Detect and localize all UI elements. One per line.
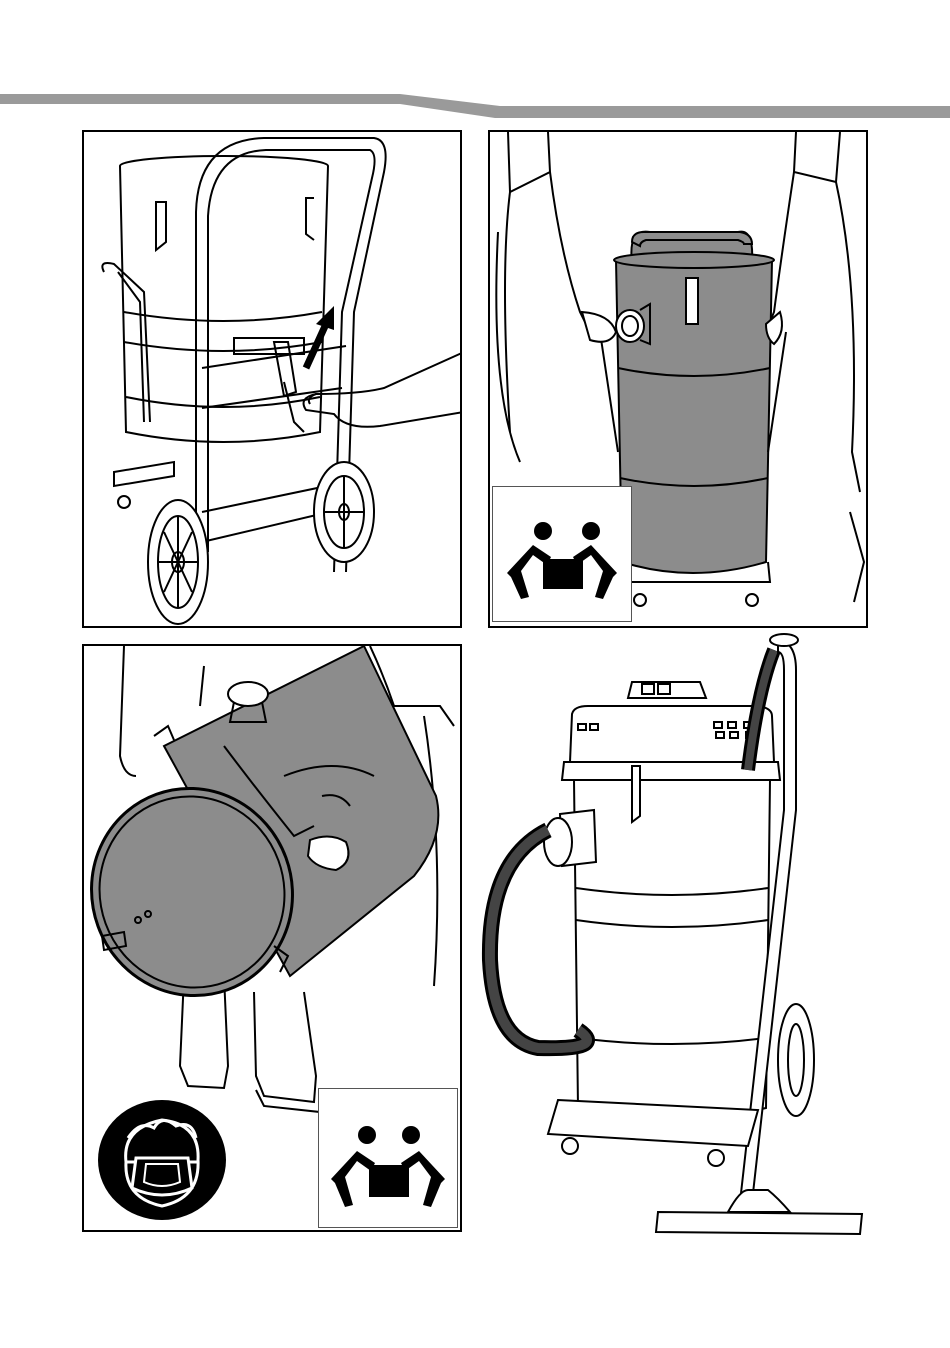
illustration-unlock-container: [84, 132, 462, 628]
panel-unlock-container: [82, 130, 462, 628]
two-person-lift-sign: [492, 486, 632, 622]
two-person-lift-sign: [318, 1088, 458, 1228]
dust-mask-sign: [96, 1098, 228, 1222]
two-person-lift-icon: [319, 1089, 457, 1227]
panel-assembled-vacuum: [478, 630, 878, 1250]
illustration-assembled-vacuum: [478, 630, 878, 1250]
header-band: [0, 86, 950, 126]
two-person-lift-icon: [493, 487, 631, 621]
dust-mask-icon: [96, 1098, 228, 1222]
